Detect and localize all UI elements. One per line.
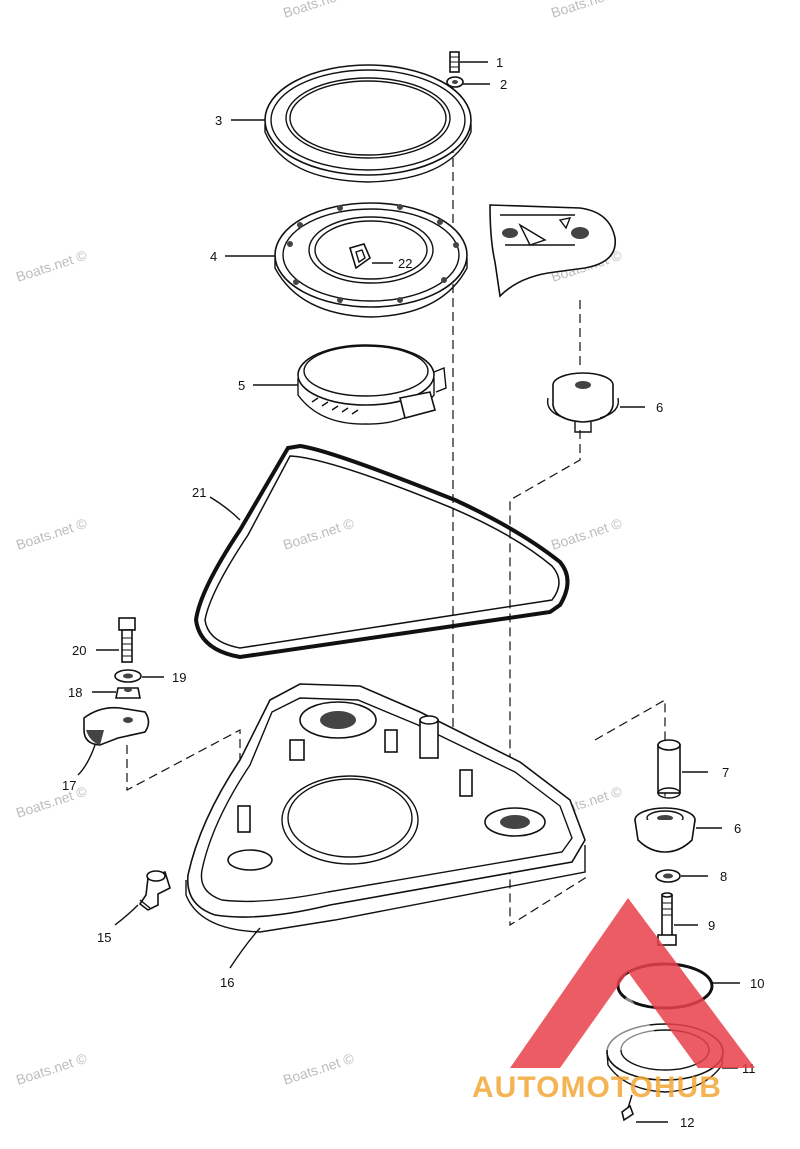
part-base-16 [185, 683, 586, 933]
watermark: Boats.net © [14, 783, 89, 821]
callout-12: 12 [680, 1115, 694, 1130]
part-fitting-15 [138, 870, 171, 911]
callout-3: 3 [215, 113, 222, 128]
part-washer-8 [655, 869, 681, 883]
callout-5: 5 [238, 378, 245, 393]
part-stud-9 [657, 892, 677, 946]
part-washer-2 [446, 76, 464, 88]
watermark: Boats.net © [549, 0, 624, 21]
callout-7: 7 [722, 765, 729, 780]
part-plate-4 [274, 202, 468, 318]
callout-2: 2 [500, 77, 507, 92]
callout-6-lower: 6 [734, 821, 741, 836]
callout-1: 1 [496, 55, 503, 70]
callout-15: 15 [97, 930, 111, 945]
callout-19: 19 [172, 670, 186, 685]
part-mount-6-upper [546, 372, 620, 433]
part-washer-19 [114, 669, 142, 683]
callout-22: 22 [398, 256, 412, 271]
part-ring-3 [264, 64, 472, 183]
logo-text: AUTOMOTOHUB [472, 1071, 722, 1104]
part-sleeve-7 [657, 739, 681, 799]
watermark: Boats.net © [14, 1050, 89, 1088]
part-clamp-5 [297, 344, 447, 425]
watermark: Boats.net © [281, 1050, 356, 1088]
callout-18: 18 [68, 685, 82, 700]
callout-17: 17 [62, 778, 76, 793]
callout-20: 20 [72, 643, 86, 658]
watermark: Boats.net © [14, 515, 89, 553]
part-latch-17 [83, 706, 150, 746]
part-screw-1 [449, 51, 460, 73]
callout-21: 21 [192, 485, 206, 500]
automotohub-logo: AUTOMOTOHUB [472, 898, 755, 1104]
callout-10: 10 [750, 976, 764, 991]
watermark: Boats.net © [281, 515, 356, 553]
logo-triangle-mark [510, 898, 755, 1068]
part-screw-12 [621, 1094, 634, 1122]
part-mount-6-lower [634, 807, 696, 853]
callout-16: 16 [220, 975, 234, 990]
watermark: Boats.net © [549, 515, 624, 553]
part-bolt-20 [118, 617, 136, 663]
part-seal-21 [193, 443, 570, 660]
part-nut-18 [115, 687, 141, 699]
callout-8: 8 [720, 869, 727, 884]
leader-lines [77, 61, 740, 1123]
callout-6-upper: 6 [656, 400, 663, 415]
watermark: Boats.net © [281, 0, 356, 21]
part-bracket [489, 204, 616, 298]
callout-9: 9 [708, 918, 715, 933]
watermark: Boats.net © [14, 247, 89, 285]
callout-4: 4 [210, 249, 217, 264]
